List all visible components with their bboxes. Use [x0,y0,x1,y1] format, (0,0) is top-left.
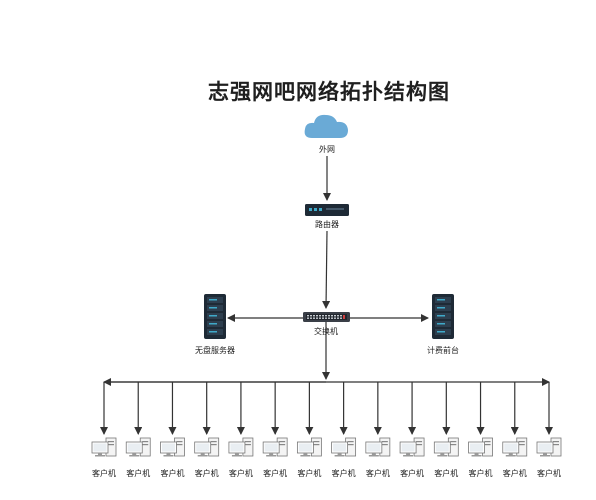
client-label: 客户机 [229,468,253,478]
server-label: 无盘服务器 [195,345,235,355]
client-label: 客户机 [503,468,527,478]
client-label: 客户机 [92,468,116,478]
client-label: 客户机 [195,468,219,478]
billing-server-icon [432,294,454,339]
cloud-label: 外网 [319,144,335,154]
client-label: 客户机 [297,468,321,478]
client-label: 客户机 [537,468,561,478]
client-computer-icon [502,437,528,457]
client-label: 客户机 [160,468,184,478]
router-icon [305,204,349,216]
switch-icon [303,312,350,322]
server-icon [204,294,226,339]
client-label: 客户机 [126,468,150,478]
client-computer-icon [296,437,322,457]
client-label: 客户机 [400,468,424,478]
client-computer-icon [433,437,459,457]
client-computer-icon [399,437,425,457]
client-computer-icon [159,437,185,457]
client-computer-icon [331,437,357,457]
client-computer-icon [125,437,151,457]
client-computer-icon [228,437,254,457]
cloud-icon [304,114,348,138]
client-computer-icon [91,437,117,457]
client-computer-icon [365,437,391,457]
router-label: 路由器 [315,219,339,229]
client-label: 客户机 [434,468,458,478]
client-row: 客户机客户机客户机客户机客户机客户机客户机客户机客户机客户机客户机客户机客户机客… [91,382,562,478]
client-label: 客户机 [332,468,356,478]
link-router-switch [322,230,331,309]
client-label: 客户机 [469,468,493,478]
client-computer-icon [194,437,220,457]
client-computer-icon [536,437,562,457]
billing-label: 计费前台 [427,345,459,355]
client-label: 客户机 [263,468,287,478]
page-title: 志强网吧网络拓扑结构图 [208,80,450,104]
client-computer-icon [262,437,288,457]
client-label: 客户机 [366,468,390,478]
client-computer-icon [468,437,494,457]
